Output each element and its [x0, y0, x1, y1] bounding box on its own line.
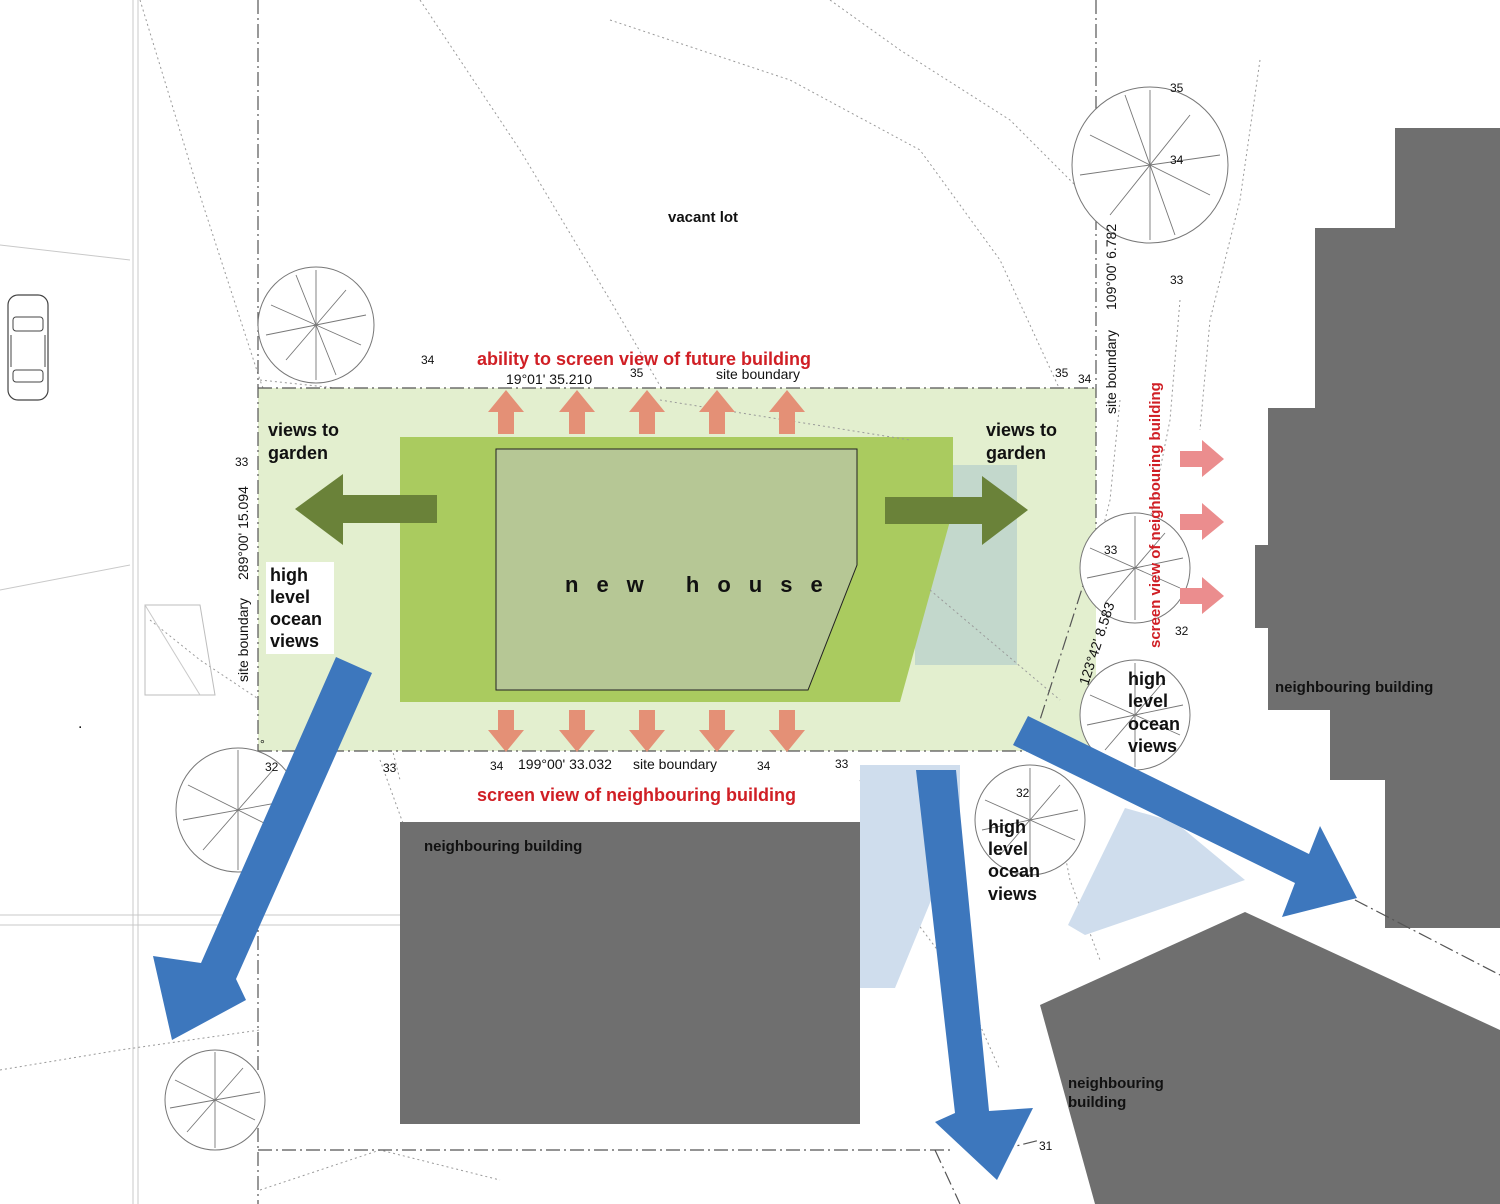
contour-label: 34 [490, 759, 504, 773]
contour-label: 33 [235, 455, 249, 469]
ocean-views-left-line4: views [270, 631, 319, 651]
screen-arrow-up [559, 390, 595, 434]
ocean-views-bottom-line3: ocean [988, 861, 1040, 881]
screen-arrow-down [769, 710, 805, 752]
ocean-views-right-line2: level [1128, 691, 1168, 711]
contour-label: 34 [1170, 153, 1184, 167]
screen-arrow-right [1180, 503, 1224, 540]
neighbouring-buildings [400, 128, 1500, 1204]
ocean-arrow-right [1013, 716, 1357, 917]
ocean-views-right-line1: high [1128, 669, 1166, 689]
screen-arrow-down [559, 710, 595, 752]
car-icon [7, 294, 49, 401]
contour-numbers: 34 35 35 34 35 34 33 33 33 32 32 33 34 3… [235, 81, 1189, 1153]
screen-arrows-bottom [488, 710, 805, 752]
contour-label: 35 [630, 366, 644, 380]
ocean-views-left-line2: level [270, 587, 310, 607]
ocean-views-bottom-line4: views [988, 884, 1037, 904]
ocean-views-left-line3: ocean [270, 609, 322, 629]
screen-arrow-up [629, 390, 665, 434]
screen-arrows-right [1180, 440, 1224, 614]
screen-arrow-down [629, 710, 665, 752]
contour-label: 34 [757, 759, 771, 773]
bearing-bottom-label: 199°00' 33.032 [518, 756, 612, 772]
screen-arrow-right [1180, 577, 1224, 614]
contour-label: 33 [1104, 543, 1118, 557]
screen-neighbour-right-label: screen view of neighbouring building [1147, 382, 1164, 648]
tree-icon [257, 266, 375, 384]
contour-label: 32 [1016, 786, 1030, 800]
dot-mark: . [78, 715, 82, 732]
site-plot [258, 388, 1096, 751]
screen-arrow-down [488, 710, 524, 752]
ocean-arrow-left [153, 657, 372, 1040]
ocean-views-left-line1: high [270, 565, 308, 585]
house-core [495, 448, 858, 691]
new-house-label: new house [565, 572, 841, 597]
vacant-lot-label: vacant lot [668, 209, 738, 226]
contour-label: 34 [421, 353, 435, 367]
views-to-garden-left-line1: views to [268, 420, 339, 440]
neighbour-label-2: neighbouring building [1275, 679, 1433, 696]
screen-arrow-right [1180, 440, 1224, 477]
screen-arrow-down [699, 710, 735, 752]
neighbouring-building-right [1255, 128, 1500, 928]
site-boundary-left-label: site boundary [235, 598, 251, 682]
screen-arrows-top [488, 390, 805, 434]
contour-label: 33 [1170, 273, 1184, 287]
tree-icon [1079, 512, 1191, 624]
contour-label: 33 [383, 761, 397, 775]
road-lines [0, 0, 400, 1204]
views-to-garden-right-line2: garden [986, 443, 1046, 463]
ocean-views-bottom-line1: high [988, 817, 1026, 837]
contour-label: 33 [835, 757, 849, 771]
bearing-right-label: 109°00' 6.782 [1103, 224, 1119, 310]
contour-label: 35 [1055, 366, 1069, 380]
contour-label: 32 [265, 760, 279, 774]
left-markings [144, 604, 216, 696]
neighbour-label-3-line2: building [1068, 1094, 1126, 1111]
neighbour-label-3-line1: neighbouring [1068, 1075, 1164, 1092]
neighbour-label-1: neighbouring building [424, 838, 582, 855]
screen-future-label: ability to screen view of future buildin… [477, 349, 811, 369]
trees [164, 86, 1229, 1151]
contour-label: 31 [1039, 1139, 1053, 1153]
tree-icon [1079, 659, 1191, 771]
site-boundary-top-label: site boundary [716, 366, 800, 382]
degree-mark: ° [260, 737, 265, 751]
ocean-views-bottom-line2: level [988, 839, 1028, 859]
garden-arrow-right [885, 476, 1028, 545]
site-boundary-bottom-label: site boundary [633, 756, 717, 772]
tree-icon [164, 1049, 266, 1151]
screen-neighbour-bottom-label: screen view of neighbouring building [477, 785, 796, 805]
contour-label: 35 [1170, 81, 1184, 95]
tree-icon [1071, 86, 1229, 244]
screen-arrow-up [699, 390, 735, 434]
bearing-top-label: 19°01' 35.210 [506, 371, 592, 387]
contour-label: 32 [1175, 624, 1189, 638]
screen-arrow-up [769, 390, 805, 434]
ocean-arrow-bottom [916, 770, 1033, 1180]
ocean-arrows [153, 657, 1357, 1180]
screen-arrow-up [488, 390, 524, 434]
views-to-garden-left-line2: garden [268, 443, 328, 463]
garden-arrows [295, 474, 1028, 545]
garden-arrow-left [295, 474, 437, 545]
tree-icon [974, 764, 1086, 876]
ocean-views-right-line3: ocean [1128, 714, 1180, 734]
contour-label: 34 [1078, 372, 1092, 386]
neighbouring-building-bottom [400, 822, 860, 1124]
neighbouring-building-lower-right [1040, 912, 1500, 1204]
ocean-views-right-line4: views [1128, 736, 1177, 756]
views-to-garden-right-line1: views to [986, 420, 1057, 440]
bearing-left-label: 289°00' 15.094 [235, 486, 251, 580]
site-boundary-right-label: site boundary [1103, 330, 1119, 414]
